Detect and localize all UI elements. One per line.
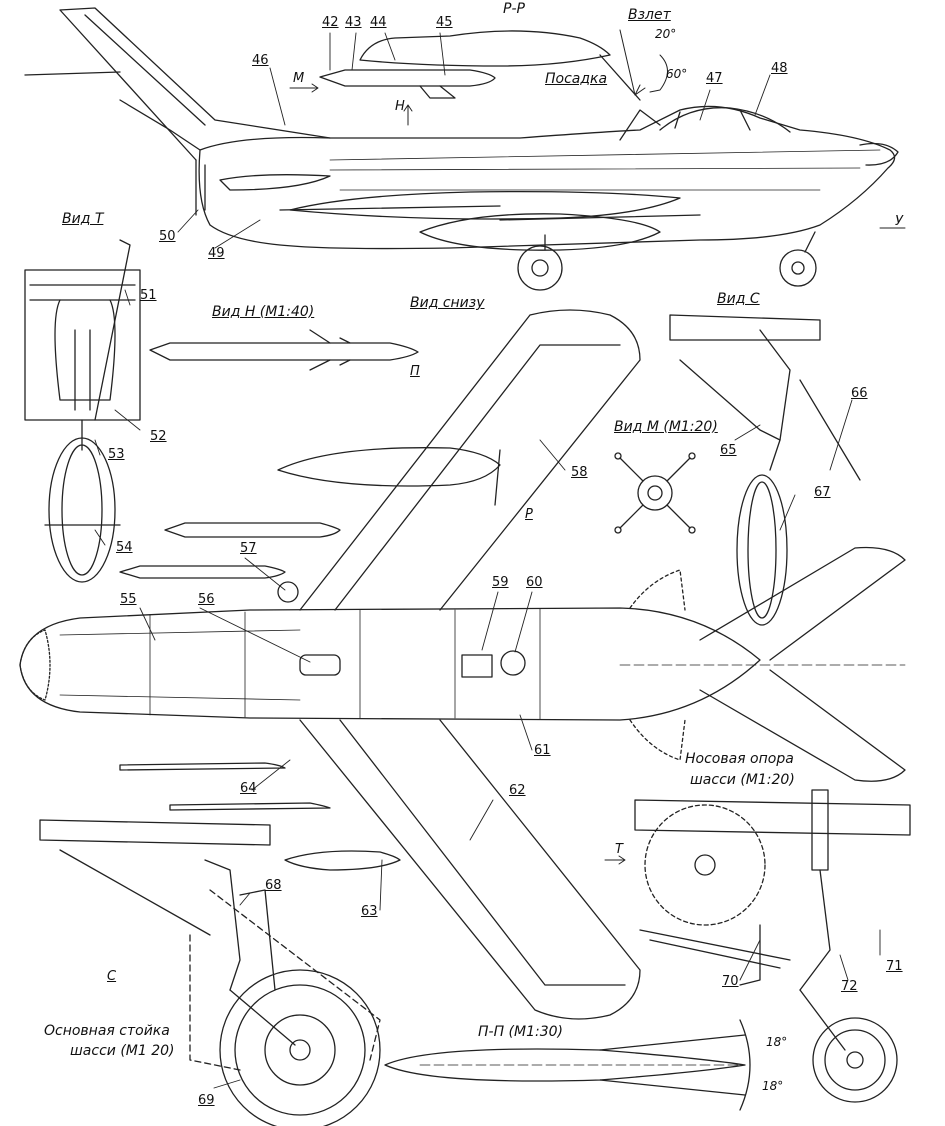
callout-44: 44 (370, 15, 387, 30)
callout-46: 46 (252, 53, 269, 68)
callout-67: 67 (814, 485, 831, 500)
angle-20: 20° (655, 27, 677, 41)
marker-c: С (107, 969, 117, 984)
leader-lines (94, 32, 881, 1089)
callout-58: 58 (571, 465, 588, 480)
view-t-gear (24, 239, 141, 583)
callout-56: 56 (198, 592, 215, 607)
section-pp-tank (384, 1019, 751, 1111)
main-gear-detail (39, 819, 381, 1126)
view-h-label: Вид Н (М1:40) (212, 304, 315, 320)
missile-top (319, 30, 641, 101)
direction-arrows (289, 29, 906, 865)
bottom-view-aircraft (19, 309, 906, 1020)
callout-48: 48 (771, 61, 788, 76)
section-pp-label: П-П (М1:30) (478, 1024, 563, 1040)
callout-57: 57 (240, 541, 257, 556)
callout-45: 45 (436, 15, 453, 30)
callout-65: 65 (720, 443, 737, 458)
marker-m: М (293, 71, 305, 86)
callout-62: 62 (509, 783, 526, 798)
view-c-label: Вид С (717, 291, 760, 307)
landing-label: Посадка (545, 71, 608, 87)
nose-gear-label-2: шасси (М1:20) (690, 772, 795, 788)
callout-54: 54 (116, 540, 133, 555)
callout-47: 47 (706, 71, 723, 86)
callout-66: 66 (851, 386, 868, 401)
section-rr-label: Р-Р (503, 1, 525, 17)
marker-h: Н (395, 99, 405, 114)
angle-18-top: 18° (766, 1035, 788, 1049)
view-bottom-label: Вид снизу (410, 295, 485, 311)
callout-52: 52 (150, 429, 167, 444)
callout-42: 42 (322, 15, 339, 30)
main-gear-label-1: Основная стойка (44, 1023, 170, 1039)
angle-60: 60° (666, 67, 688, 81)
main-gear-label-2: шасси (М1 20) (70, 1043, 175, 1059)
callout-60: 60 (526, 575, 543, 590)
view-t-label: Вид Т (62, 211, 104, 227)
callout-59: 59 (492, 575, 509, 590)
callout-51: 51 (140, 288, 157, 303)
side-view-aircraft (24, 7, 899, 291)
marker-r: Р (525, 507, 533, 522)
view-m-label: Вид М (М1:20) (614, 419, 718, 435)
callout-63: 63 (361, 904, 378, 919)
callout-69: 69 (198, 1093, 215, 1108)
callout-55: 55 (120, 592, 137, 607)
callout-53: 53 (108, 447, 125, 462)
callout-64: 64 (240, 781, 257, 796)
marker-p: П (410, 364, 420, 379)
callout-50: 50 (159, 229, 176, 244)
callout-49: 49 (208, 246, 225, 261)
marker-u: У (895, 214, 903, 229)
view-h-missile (149, 329, 419, 371)
callout-61: 61 (534, 743, 551, 758)
callout-72: 72 (841, 979, 858, 994)
nose-gear-label-1: Носовая опора (685, 751, 794, 767)
nose-gear-detail (634, 789, 911, 1103)
marker-t: Т (615, 842, 623, 857)
view-m-cross (614, 452, 696, 534)
callout-70: 70 (722, 974, 739, 989)
callout-43: 43 (345, 15, 362, 30)
callout-71: 71 (886, 959, 903, 974)
angle-18-bottom: 18° (762, 1079, 784, 1093)
takeoff-label: Взлет (628, 7, 671, 23)
callout-68: 68 (265, 878, 282, 893)
view-c-gear (669, 314, 861, 626)
